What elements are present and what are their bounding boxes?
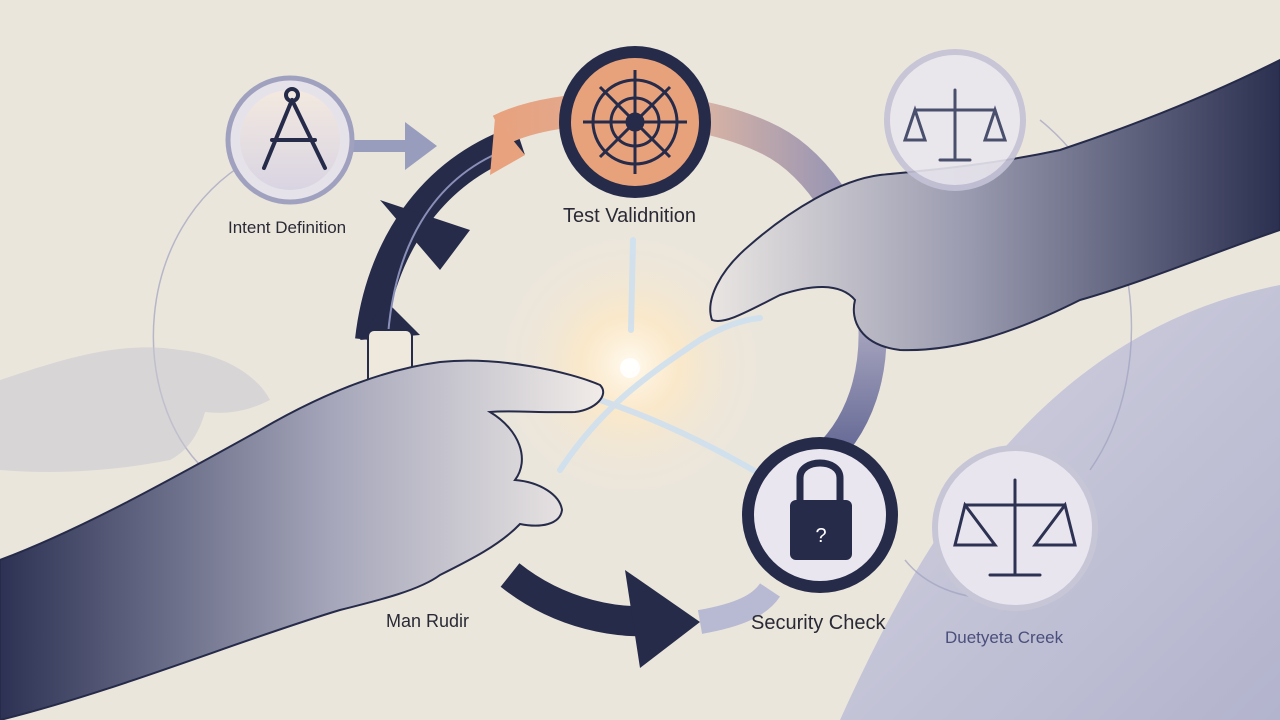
cycle-arc-left-inner bbox=[387, 149, 506, 336]
man-rudir-label: Man Rudir bbox=[386, 611, 470, 631]
test-node bbox=[559, 46, 711, 198]
ship-wheel-target-icon bbox=[583, 70, 687, 174]
scale-top-node bbox=[884, 49, 1026, 191]
intent-definition-label: Intent Definition bbox=[228, 218, 347, 237]
balance-scale-icon bbox=[902, 88, 1008, 162]
left-hand-faded bbox=[0, 347, 270, 472]
arrowhead-top bbox=[490, 118, 525, 175]
compass-drafting-icon bbox=[262, 87, 327, 170]
arrow-intent-to-test bbox=[350, 122, 437, 170]
left-hand bbox=[0, 359, 605, 720]
arrowhead-left-upper bbox=[380, 200, 470, 270]
right-hand bbox=[709, 58, 1280, 352]
cycle-arc-bottom-light bbox=[697, 582, 780, 634]
security-node: ? bbox=[742, 437, 898, 593]
padlock-question-icon: ? bbox=[790, 459, 852, 560]
balance-scale-icon bbox=[953, 478, 1077, 577]
duty-node bbox=[932, 445, 1098, 611]
duty-check-label: Duetyeta Creek bbox=[945, 628, 1064, 647]
intent-node bbox=[225, 75, 355, 205]
light-streams bbox=[557, 237, 773, 483]
svg-text:?: ? bbox=[815, 525, 826, 547]
test-validation-label: Test Validnition bbox=[563, 205, 697, 227]
arrowhead-bottom bbox=[625, 570, 700, 668]
security-check-label: Security Check bbox=[751, 612, 886, 634]
